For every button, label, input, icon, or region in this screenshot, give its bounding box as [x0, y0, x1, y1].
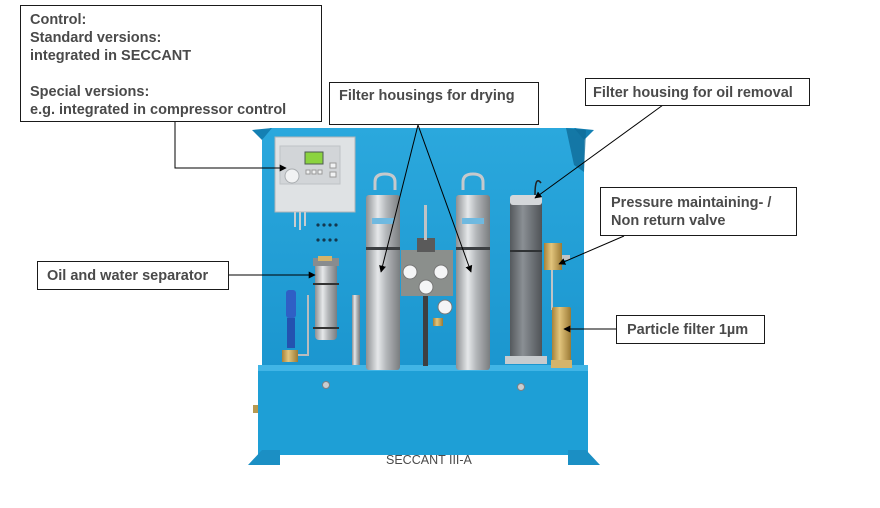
label-control-line3: integrated in SECCANT: [30, 48, 192, 64]
label-particle-filter-text: Particle filter 1µm: [627, 322, 749, 338]
label-control-line4: Special versions:: [30, 84, 150, 100]
label-control-spacer: [30, 65, 321, 83]
label-separator-text: Oil and water separator: [47, 268, 209, 284]
model-caption: SECCANT III-A: [386, 453, 472, 467]
label-drying-text: Filter housings for drying: [339, 88, 515, 104]
controller-box: [274, 136, 356, 242]
oil-removal-filter-housing: [505, 180, 547, 364]
label-oil-removal-text: Filter housing for oil removal: [593, 85, 793, 101]
label-particle-filter: Particle filter 1µm: [616, 315, 765, 344]
base-cabinet: [248, 365, 600, 465]
label-pressure-valve: Pressure maintaining- / Non return valve: [600, 187, 797, 236]
label-control-line1: Control:: [30, 12, 87, 28]
label-oil-removal: Filter housing for oil removal: [585, 78, 810, 106]
label-control: Control: Standard versions: integrated i…: [20, 5, 322, 122]
oil-water-separator: [282, 256, 339, 362]
label-separator: Oil and water separator: [37, 261, 229, 290]
label-control-line5: e.g. integrated in compressor control: [30, 102, 287, 118]
particle-filter: [551, 307, 572, 368]
label-control-line2: Standard versions:: [30, 30, 162, 46]
label-pressure-valve-line2: Non return valve: [611, 213, 726, 229]
drying-filter-housing-2: [456, 172, 490, 370]
label-drying: Filter housings for drying: [329, 82, 539, 125]
sight-tube: [352, 295, 360, 365]
label-pressure-valve-line1: Pressure maintaining- /: [611, 195, 772, 211]
drying-filter-housing-1: [366, 172, 400, 370]
